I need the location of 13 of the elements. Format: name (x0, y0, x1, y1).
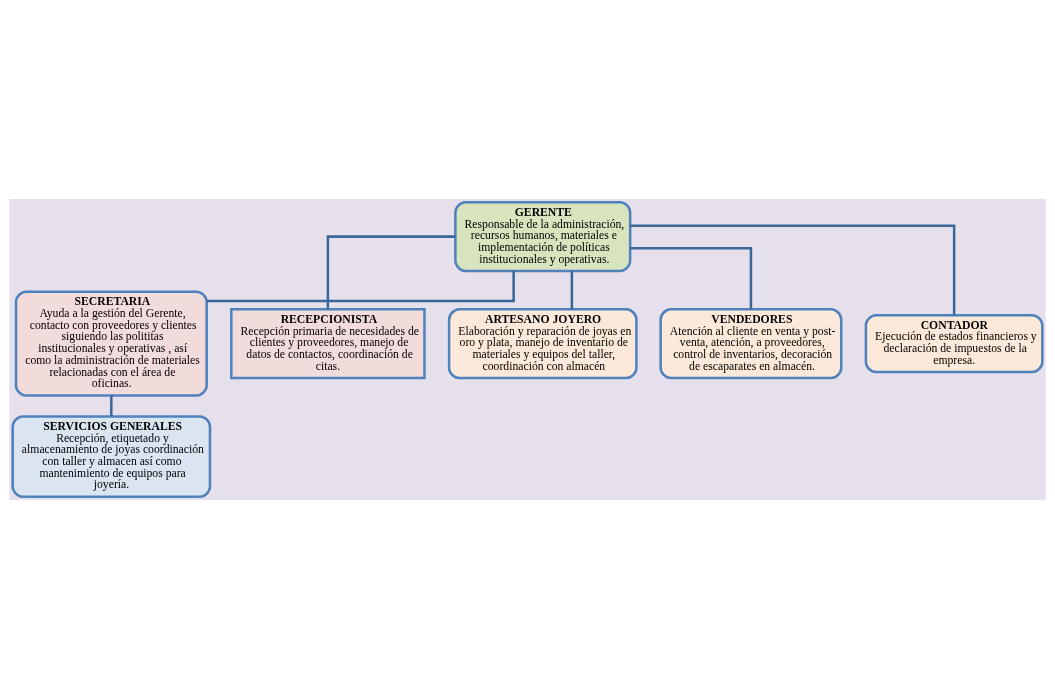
node-box: SERVICIOS GENERALES Recepción, etiquetado y almacenamiento de joyas coordinación con taller y almacen así como mantenimiento de equipos para joyería. (11, 414, 212, 498)
connector (570, 270, 574, 309)
node-box: RECEPCIONISTA Recepción primaria de necesidades de clientes y proveedores, manejo de datos de contactos, coordinación de citas. (230, 307, 426, 379)
node-box: VENDEDORES Atención al cliente en venta y post-venta, atención, a proveedores, control de inventarios, decoración de escaparates en almacén. (659, 307, 843, 379)
connector (326, 234, 456, 309)
connector (110, 395, 113, 416)
node-box: SECRETARIA Ayuda a la gestión del Gerente, contacto con proveedores y clientes siguiendo las polititas institucionales y operativas , así como la administración de materiales relacionadas con el área de oficinas. (14, 290, 208, 397)
node-box: GERENTE Responsable de la administración, recursos humanos, materiales e implementación de políticas institucionales y operativas. (454, 200, 632, 272)
connector (206, 270, 515, 302)
connector (630, 224, 956, 315)
node-box: ARTESANO JOYERO Elaboración y reparación de joyas en oro y plata, manejo de inventario de materiales y equipos del taller, coordinación con almacén (447, 307, 638, 379)
connector (630, 246, 753, 309)
node-box: CONTADOR Ejecución de estados financieros y declaración de impuestos de la empresa. (864, 313, 1044, 373)
